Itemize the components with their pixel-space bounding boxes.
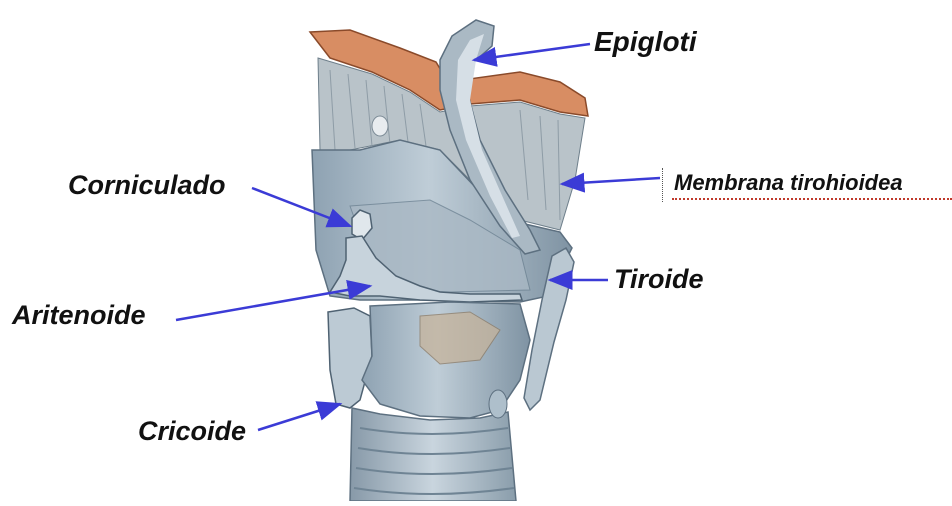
- text-cursor-marker: [662, 168, 663, 202]
- spellcheck-underline: [672, 198, 952, 200]
- label-corniculado: Corniculado: [68, 172, 226, 199]
- label-tiroide: Tiroide: [614, 266, 704, 293]
- trachea-nodule: [489, 390, 507, 418]
- label-membrana-tirohioidea: Membrana tirohioidea: [674, 172, 903, 194]
- membrane-foramen: [372, 116, 388, 136]
- arrow-cricoide: [258, 404, 340, 430]
- label-cricoide: Cricoide: [138, 418, 246, 445]
- label-epigloti: Epigloti: [594, 28, 697, 56]
- label-aritenoide: Aritenoide: [12, 302, 146, 329]
- cricoid-cartilage: [328, 308, 372, 408]
- arrow-membrana: [562, 178, 660, 184]
